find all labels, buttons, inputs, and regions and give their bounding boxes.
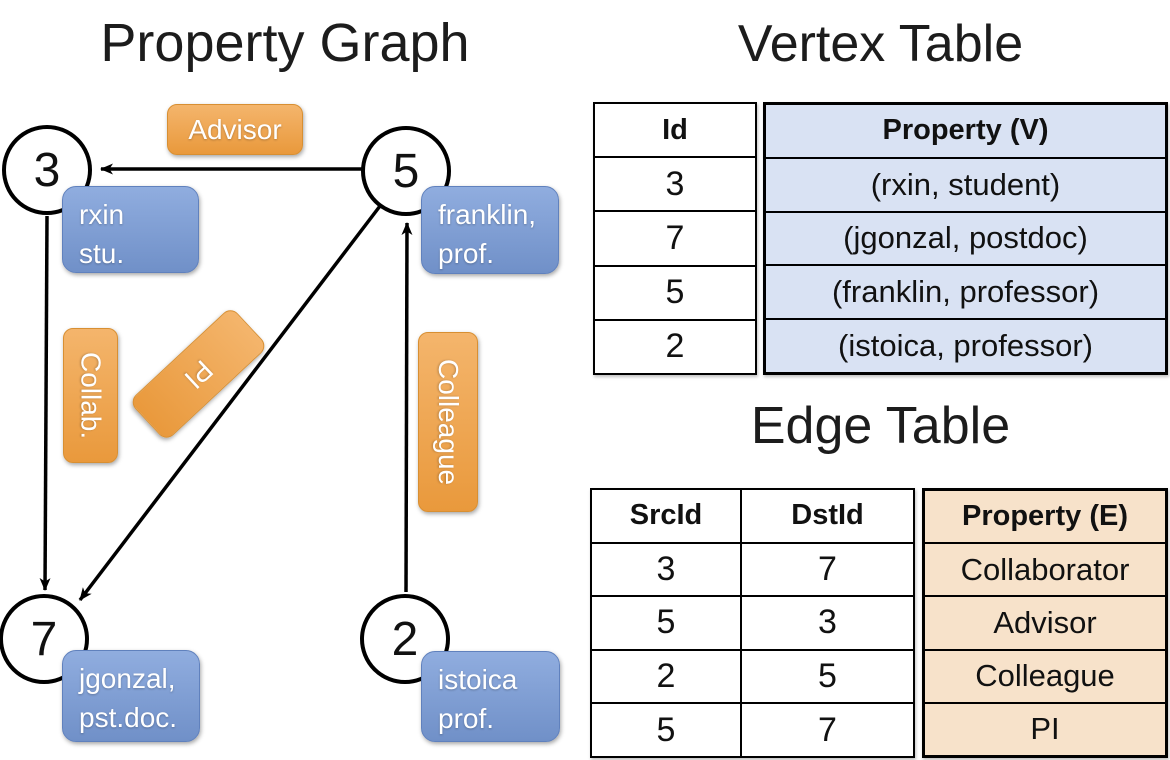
vertex-prop-5-line1: franklin, bbox=[438, 199, 537, 230]
edge-colleague-2-to-5 bbox=[401, 222, 413, 593]
edge-table-dstid-cell: 7 bbox=[742, 544, 913, 598]
edge-table-header-dstid: DstId bbox=[742, 490, 913, 544]
vertex-table-id-cell: 7 bbox=[595, 212, 755, 267]
edge-table-dstid-cell: 5 bbox=[742, 651, 913, 705]
vertex-table-property-cell: (istoica, professor) bbox=[766, 320, 1165, 372]
vertex-table-id-column: Id 3 7 5 2 bbox=[593, 102, 757, 375]
edge-label-collab: Collab. bbox=[63, 328, 118, 463]
edge-table-srcid-column: SrcId 3 5 2 5 bbox=[592, 490, 742, 756]
node-3-id: 3 bbox=[33, 143, 61, 197]
node-5: 5 bbox=[361, 126, 451, 216]
edge-table-header-srcid: SrcId bbox=[592, 490, 740, 544]
edge-table-dstid-column: DstId 7 3 5 7 bbox=[742, 490, 913, 756]
vertex-table-property-cell: (rxin, student) bbox=[766, 158, 1165, 213]
node-2: 2 bbox=[360, 594, 450, 684]
edge-label-advisor: Advisor bbox=[167, 104, 303, 155]
vertex-prop-3-line2: stu. bbox=[79, 237, 125, 269]
graph-title: Property Graph bbox=[100, 13, 470, 73]
graph-edges-layer bbox=[39, 163, 413, 602]
vertex-prop-7-line2: pst.doc. bbox=[79, 701, 178, 733]
edge-table-dstid-cell: 7 bbox=[818, 710, 837, 749]
vertex-prop-3-line1: rxin bbox=[79, 199, 125, 230]
edge-table-header-property: Property (E) bbox=[925, 491, 1165, 545]
edge-table-id-columns: SrcId 3 5 2 5 DstId 7 3 5 7 bbox=[590, 488, 915, 758]
vertex-prop-2-line2: prof. bbox=[438, 702, 495, 734]
vertex-prop-box-5: franklin, prof. bbox=[421, 186, 559, 274]
node-2-id: 2 bbox=[391, 612, 419, 666]
vertex-table-property-column: Property (V) (rxin, student) (jgonzal, p… bbox=[763, 102, 1168, 375]
vertex-table-property-cell: (jgonzal, postdoc) bbox=[766, 212, 1165, 267]
edge-table-srcid-cell: 2 bbox=[592, 651, 740, 705]
edge-table-property-cell: PI bbox=[925, 703, 1165, 756]
edge-table-property-column: Property (E) Collaborator Advisor Collea… bbox=[922, 488, 1168, 758]
vertex-table-id-cell: 5 bbox=[595, 267, 755, 321]
vertex-table-header-property: Property (V) bbox=[766, 105, 1165, 159]
vertex-table-property-cell: (franklin, professor) bbox=[766, 266, 1165, 321]
vertex-prop-5-line2: prof. bbox=[438, 237, 495, 269]
edge-label-colleague: Colleague bbox=[418, 332, 478, 512]
vertex-table-id-cell: 3 bbox=[595, 158, 755, 213]
edge-table-title: Edge Table bbox=[750, 397, 1011, 455]
vertex-prop-box-7: jgonzal, pst.doc. bbox=[62, 650, 200, 742]
vertex-table-id-cell: 2 bbox=[665, 327, 685, 366]
edge-table-property-cell: Colleague bbox=[925, 650, 1165, 704]
edge-table-srcid-cell: 3 bbox=[592, 544, 740, 598]
vertex-table-header-id: Id bbox=[595, 104, 755, 159]
node-5-id: 5 bbox=[392, 144, 420, 198]
node-7-id: 7 bbox=[30, 612, 58, 666]
vertex-prop-box-2: istoica prof. bbox=[421, 651, 560, 742]
edge-table-srcid-cell: 5 bbox=[592, 597, 740, 651]
edge-table-dstid-cell: 3 bbox=[742, 597, 913, 651]
vertex-prop-2-line1: istoica bbox=[438, 664, 518, 695]
vertex-table-title: Vertex Table bbox=[737, 15, 1024, 73]
vertex-prop-box-3: rxin stu. bbox=[62, 186, 199, 273]
edge-pi-5-to-7 bbox=[78, 204, 382, 602]
edge-table-srcid-cell: 5 bbox=[656, 710, 676, 749]
edge-table-property-cell: Advisor bbox=[925, 597, 1165, 651]
vertex-prop-7-line1: jgonzal, bbox=[79, 663, 176, 694]
edge-collab-3-to-7 bbox=[39, 215, 51, 591]
edge-table-property-cell: Collaborator bbox=[925, 544, 1165, 598]
